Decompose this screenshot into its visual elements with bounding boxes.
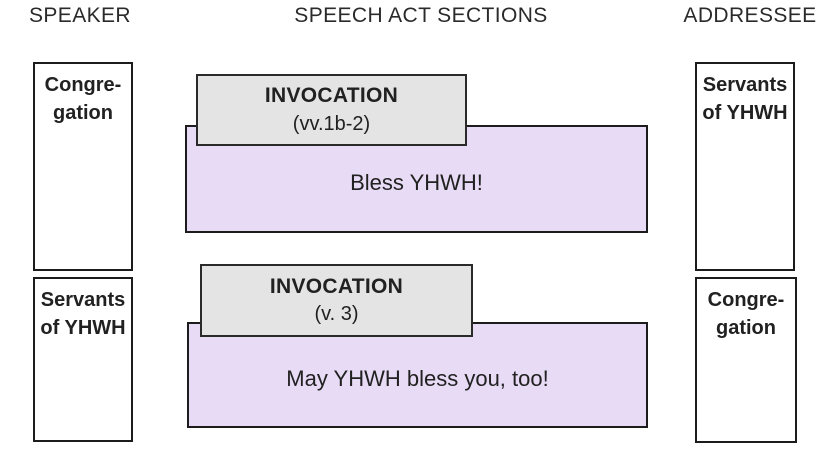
- addressee-box-congregation-line2: gation: [716, 317, 776, 339]
- section-title-2: INVOCATION: [269, 274, 404, 298]
- section-verses-1: (vv.1b-2): [292, 112, 371, 135]
- speaker-box-servants-line1: Servants: [40, 289, 126, 311]
- section-label-box-1: INVOCATION (vv.1b-2): [196, 74, 467, 146]
- speech-box-2: May YHWH bless you, too!: [187, 322, 648, 428]
- section-verses-2: (v. 3): [314, 303, 359, 326]
- section-label-box-2: INVOCATION (v. 3): [200, 264, 473, 337]
- speech-text-1: Bless YHWH!: [350, 170, 483, 195]
- speech-text-2: May YHWH bless you, too!: [286, 366, 549, 391]
- addressee-box-servants-line1: Servants: [702, 74, 788, 96]
- speaker-box-congregation: Congre- gation: [33, 62, 133, 271]
- addressee-box-congregation: Congre- gation: [695, 277, 797, 443]
- speaker-box-congregation-line1: Congre-: [44, 74, 122, 96]
- header-addressee: ADDRESSEE: [683, 4, 817, 27]
- header-speech-act-sections: SPEECH ACT SECTIONS: [294, 4, 548, 27]
- section-title-1: INVOCATION: [264, 84, 399, 108]
- clipped-text-artifact-speaker: SPEAKER: [29, 0, 131, 4]
- clipped-text-artifact-sections: SPEECH ACT SECTIONS: [294, 0, 547, 4]
- header-speaker: SPEAKER: [28, 4, 132, 27]
- addressee-box-servants-line2: of YHWH: [702, 102, 788, 124]
- addressee-box-servants: Servants of YHWH: [695, 62, 795, 271]
- speaker-box-servants: Servants of YHWH: [33, 277, 133, 442]
- speaker-box-congregation-line2: gation: [53, 102, 113, 124]
- addressee-box-congregation-line1: Congre-: [707, 289, 785, 311]
- speaker-box-servants-line2: of YHWH: [40, 317, 126, 339]
- clipped-text-artifact-addressee: ADDRESSEE: [683, 0, 816, 4]
